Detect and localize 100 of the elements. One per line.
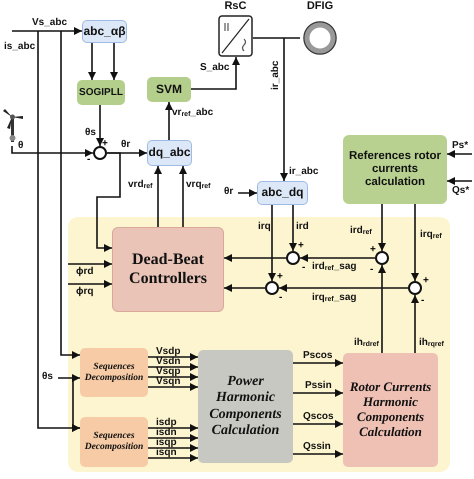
arrow [11,146,93,157]
edge-label: ih$_{rqref}$ [419,338,444,349]
sign-label: - [87,155,90,165]
edge-label: vrq$_{ref}$ [186,180,211,191]
edge-label: θs [42,372,53,382]
edge-label: Qscos [303,412,334,422]
edge-label: irq$_{ref}$_sag [312,293,357,304]
sign-label: + [298,241,304,251]
arrow [279,284,408,292]
edge-label: ird$_{ref}$_sag [312,262,357,273]
summing-junction [375,251,389,265]
process-block: abc_αβ [82,20,127,43]
edge-label: θs [85,128,96,138]
summing-junction [408,281,422,295]
arrow [293,389,343,397]
edge-label: vr$_{ref}$_abc [172,108,214,119]
block-heading: DFIG [306,0,334,14]
process-block: Dead-Beat Controllers [112,227,224,312]
arrow [148,383,198,391]
arrow [60,31,80,359]
edge-label: S_abc [200,63,230,73]
arrow [378,204,386,251]
signal-label: ir_abc [271,60,281,90]
arrow [96,152,121,252]
arrow [88,43,96,80]
block-heading: RsC [224,0,246,14]
edge-label: is_abc [4,42,36,52]
arrow [179,166,187,227]
edge-label: Qssin [303,442,331,452]
process-block: Rotor Currents Harmonic Components Calculation [343,353,438,467]
edge-label: irq [258,222,271,232]
arrow [148,363,198,371]
arrow [148,353,198,361]
arrow [58,374,80,382]
process-block: SOGIPLL [77,80,125,105]
arrow [411,204,419,281]
arrow [148,373,198,381]
summing-junction [265,281,279,295]
process-block: Sequences Decomposition [80,348,148,397]
arrow [148,454,198,462]
process-block: Sequences Decomposition [80,417,148,467]
edge-label: θr [121,140,130,150]
summing-junction [286,251,300,265]
arrow [96,105,104,146]
process-block: dq_abc [147,140,192,166]
edge-label: ir_abc [289,167,318,177]
edge-label: ϕrq [76,287,94,297]
arrow [293,359,343,367]
arrow [378,265,386,353]
edge-label: ϕrd [76,267,94,277]
arrow [148,424,198,432]
edge-label: Vsqp [156,367,180,377]
arrow [300,254,375,262]
sign-label: - [421,296,424,306]
arrow [289,205,297,251]
sign-label: + [277,272,283,282]
arrow [224,284,265,292]
edge-label: Vsqn [156,377,180,387]
edge-label: Ps* [452,141,468,151]
arrow [191,57,240,90]
arrow [280,38,288,181]
edge-label: Vsdp [156,347,180,357]
arrow [12,27,82,35]
arrow [148,444,198,452]
edge-label: Qs* [452,186,470,196]
arrow [224,254,286,262]
sign-label: + [423,276,429,286]
process-block: SVM [147,77,191,102]
arrow [110,43,118,80]
edge-label: ih$_{rdref}$ [354,338,379,349]
edge-label: Vsdn [156,357,180,367]
edge-label: irq$_{ref}$ [420,230,442,241]
edge-label: Pscos [303,351,332,361]
highlight-panel [68,217,450,472]
arrow [238,189,257,197]
edge-label: vrd$_{ref}$ [128,180,153,191]
arrow [447,177,472,185]
sign-label: - [302,263,306,273]
edge-label: isqn [156,448,177,458]
connector-line [253,37,300,39]
arrow [165,102,173,140]
arrow [148,434,198,442]
arrow [411,295,419,353]
arrow [72,378,80,432]
edge-label: isdn [156,428,177,438]
edge-label: θr [224,187,234,197]
edge-label: θ [18,141,24,151]
arrow [293,420,343,428]
sign-label: - [370,265,374,275]
edge-label: isqp [156,438,177,448]
process-block: Power Harmonic Components Calculation [198,350,293,463]
edge-label: ird [296,222,309,232]
arrow [154,166,162,227]
edge-label: isdp [156,418,177,428]
arrow [68,280,112,288]
summing-junction [93,146,107,160]
process-block: abc_dq [257,181,308,205]
arrow [293,450,343,458]
arrow [447,150,472,158]
edge-label: Vs_abc [32,18,68,28]
